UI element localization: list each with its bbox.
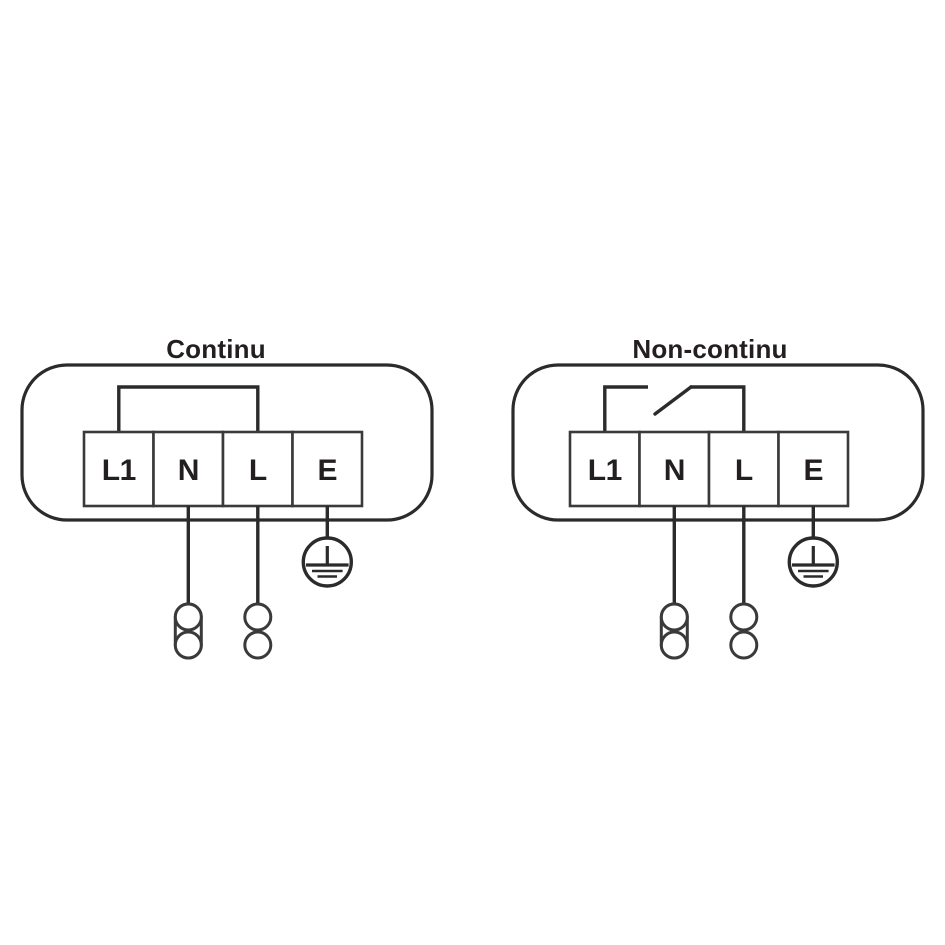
terminal-label-e: E <box>804 454 824 487</box>
terminal-block-continu: L1 N L E <box>82 430 364 508</box>
terminal-block-non-continu: L1 N L E <box>568 430 850 508</box>
earth-ground-symbol-non-continu <box>787 536 839 588</box>
enclosure-outline-non-continu <box>511 363 925 522</box>
diagram-title-continu: Continu <box>166 334 266 364</box>
diagram-continu: Continu L1 N L E <box>20 334 434 660</box>
terminal-cell-l1[interactable] <box>568 430 641 508</box>
terminal-label-n: N <box>178 454 199 487</box>
terminal-label-l1: L1 <box>102 454 136 487</box>
terminal-label-e: E <box>318 454 338 487</box>
terminal-label-l: L <box>249 454 267 487</box>
terminal-cell-e[interactable] <box>291 430 364 508</box>
continuous-link-symbol-continu <box>117 385 260 432</box>
wire-end-connector-l-non-continu <box>729 602 759 660</box>
terminal-label-l1: L1 <box>588 454 622 487</box>
wire-end-connector-n-continu <box>173 602 203 660</box>
wire-end-connector-n-non-continu <box>659 602 689 660</box>
terminal-label-n: N <box>664 454 685 487</box>
terminal-cell-l1[interactable] <box>82 430 155 508</box>
open-switch-symbol-non-continu <box>603 385 746 432</box>
earth-ground-symbol-continu <box>301 536 353 588</box>
terminal-label-l: L <box>735 454 753 487</box>
diagram-title-non-continu: Non-continu <box>632 334 787 364</box>
diagram-non-continu: Non-continu L1 N L E <box>511 334 925 660</box>
wire-end-connector-l-continu <box>243 602 273 660</box>
enclosure-outline-continu <box>20 363 434 522</box>
